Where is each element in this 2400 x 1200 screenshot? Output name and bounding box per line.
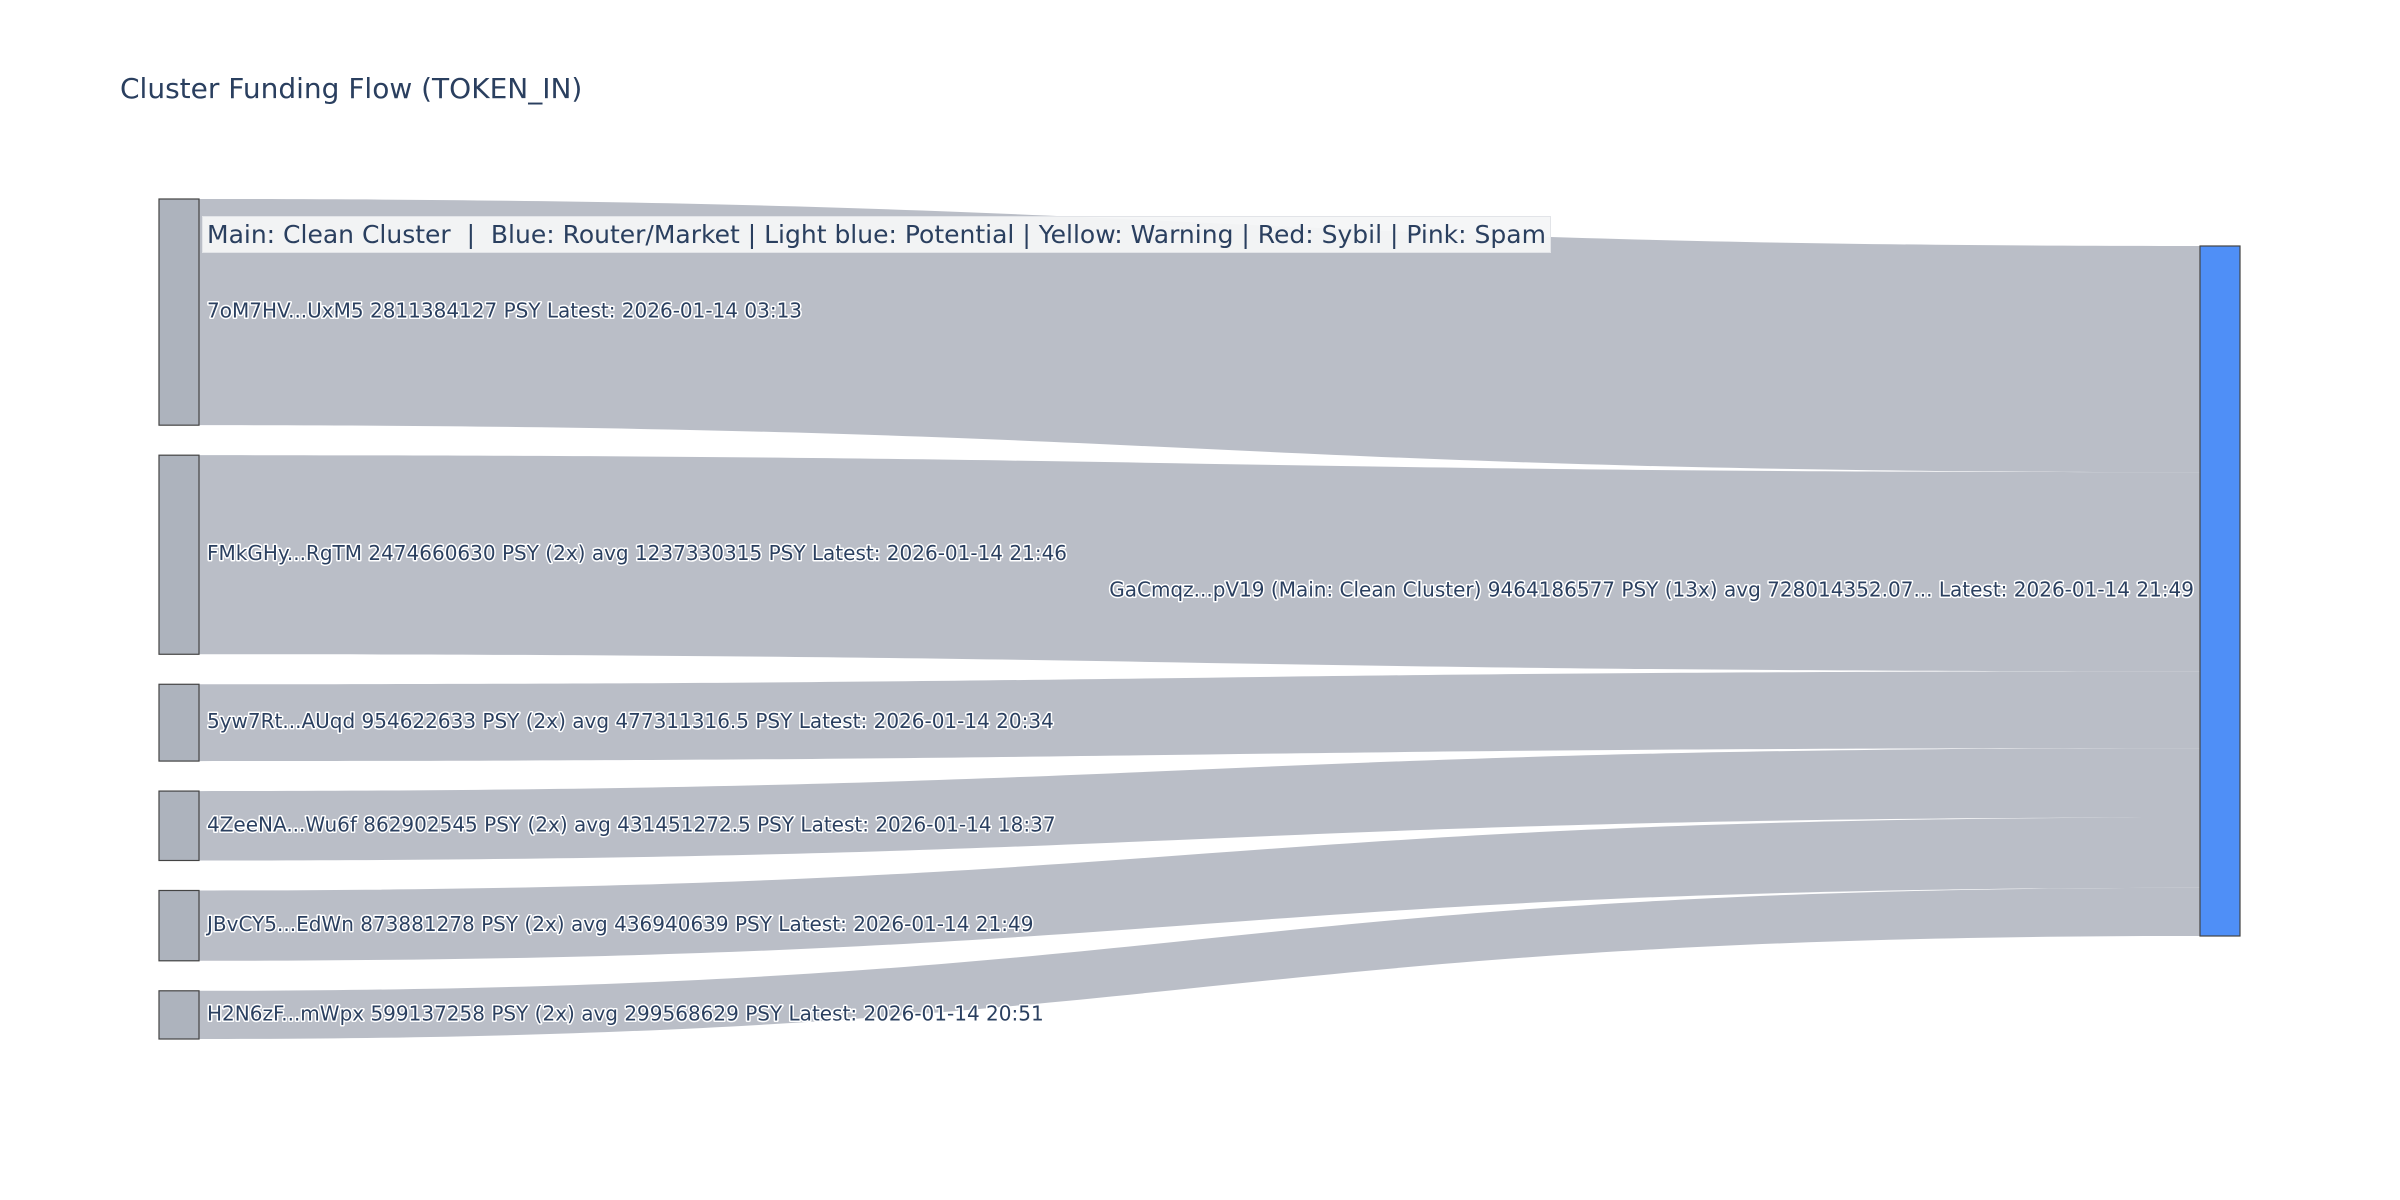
sankey-link[interactable] [199,887,2200,1039]
source-node-label: 5yw7Rt...AUqd 954622633 PSY (2x) avg 477… [207,709,1054,733]
source-node[interactable] [158,889,200,962]
sankey-link[interactable] [199,671,2200,762]
target-node[interactable] [2199,245,2241,937]
source-node[interactable] [158,198,200,426]
source-node-label: H2N6zF...mWpx 599137258 PSY (2x) avg 299… [207,1001,1044,1025]
sankey-link[interactable] [199,748,2200,861]
source-node-label: 7oM7HV...UxM5 2811384127 PSY Latest: 202… [207,299,802,323]
sankey-link[interactable] [199,455,2200,672]
source-node[interactable] [158,990,200,1040]
chart-title: Cluster Funding Flow (TOKEN_IN) [120,72,583,105]
sankey-link[interactable] [199,817,2200,961]
source-node[interactable] [158,683,200,762]
sankey-link[interactable] [199,199,2200,473]
source-node[interactable] [158,790,200,862]
source-node-label: JBvCY5...EdWn 873881278 PSY (2x) avg 436… [205,912,1033,936]
source-node[interactable] [158,454,200,655]
legend-annotation: Main: Clean Cluster | Blue: Router/Marke… [202,216,1551,253]
source-node-label: FMkGHy...RgTM 2474660630 PSY (2x) avg 12… [207,541,1067,565]
target-node-label: GaCmqz...pV19 (Main: Clean Cluster) 9464… [1109,578,2194,602]
source-node-label: 4ZeeNA...Wu6f 862902545 PSY (2x) avg 431… [207,812,1056,836]
